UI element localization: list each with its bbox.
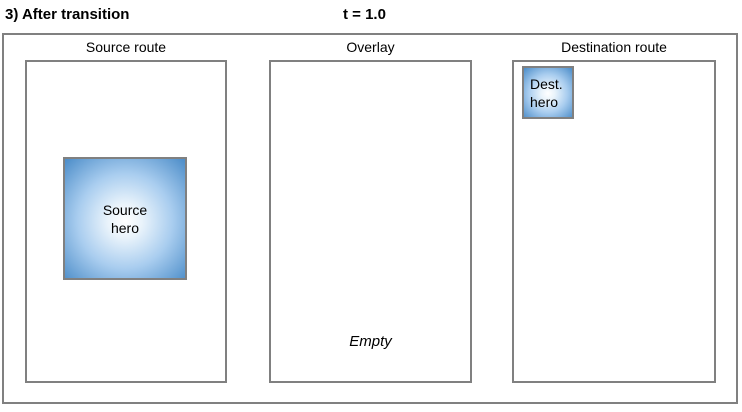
overlay-panel: Empty bbox=[269, 60, 472, 383]
page-title: 3) After transition bbox=[5, 6, 130, 23]
source-route-label: Source route bbox=[85, 39, 167, 55]
overlay-label: Overlay bbox=[346, 39, 395, 55]
source-route-panel: Source hero bbox=[25, 60, 227, 383]
destination-route-panel: Dest. hero bbox=[512, 60, 716, 383]
overlay-empty-label: Empty bbox=[349, 333, 392, 350]
source-hero-text-line1: Source bbox=[102, 201, 148, 218]
source-hero-box: Source hero bbox=[63, 157, 187, 280]
destination-route-label: Destination route bbox=[561, 39, 667, 55]
dest-hero-box: Dest. hero bbox=[522, 66, 574, 119]
t-value-label: t = 1.0 bbox=[343, 6, 386, 23]
source-hero-text-line2: hero bbox=[110, 219, 139, 236]
dest-hero-text: Dest. hero bbox=[530, 75, 563, 111]
dest-hero-text-line1: Dest. bbox=[530, 75, 563, 92]
stage-frame: Source route Overlay Destination route S… bbox=[2, 33, 738, 404]
dest-hero-text-line2: hero bbox=[530, 93, 559, 110]
source-hero-text: Source hero bbox=[103, 201, 147, 237]
